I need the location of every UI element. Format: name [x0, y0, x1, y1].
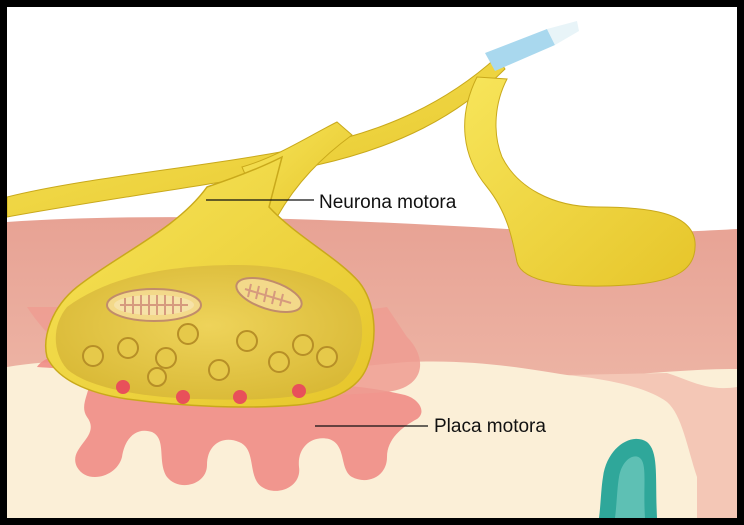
mitochondrion-left — [107, 289, 201, 321]
label-motor-plate: Placa motora — [434, 417, 546, 436]
neuromuscular-junction-illustration — [7, 7, 737, 518]
myelin-sheath — [485, 29, 555, 71]
label-motor-neuron: Neurona motora — [319, 193, 456, 212]
